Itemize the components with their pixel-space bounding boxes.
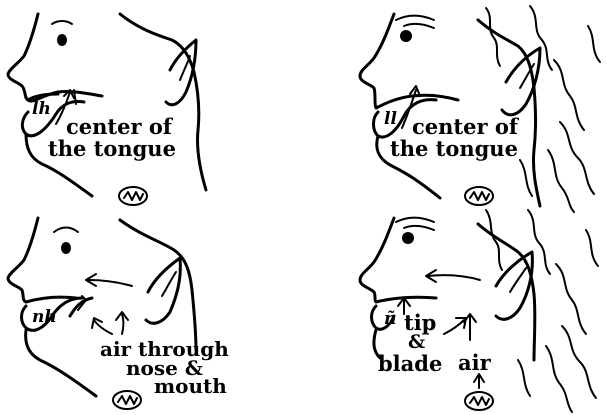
blade-arrow [444, 320, 464, 334]
label-blade: blade [378, 351, 442, 376]
eye-brow [52, 21, 72, 24]
hair-6 [586, 230, 598, 266]
face-profile [360, 218, 436, 302]
ear [146, 258, 180, 323]
hair-5 [546, 346, 572, 412]
sound-symbol: ñ [384, 309, 396, 329]
face-profile [8, 14, 102, 101]
ear-inner [510, 268, 526, 292]
air-arrow-1 [94, 320, 112, 334]
label-ampersand: & [408, 331, 425, 353]
eye-brow [396, 218, 434, 223]
eye-brow [396, 16, 434, 21]
hair-6 [588, 26, 600, 62]
ear-inner [162, 272, 176, 296]
hair-5 [548, 150, 574, 212]
hair-7 [520, 160, 532, 196]
face-profile [360, 14, 458, 108]
eye-brow-2 [404, 226, 434, 230]
eye [400, 30, 412, 42]
panel-bottom-right: ñ tip & blade air [360, 210, 598, 412]
voice-wave-icon [465, 392, 493, 410]
hair-7 [518, 360, 530, 396]
eye [61, 242, 71, 254]
air-arrow-back [428, 275, 480, 280]
eye-brow [54, 228, 78, 233]
voice-wave-icon [113, 391, 141, 409]
neck-back [478, 20, 540, 206]
panel-bottom-left: nh air through nose & mouth [8, 218, 229, 409]
label-line-2: the tongue [390, 136, 518, 161]
chin [26, 330, 96, 396]
sound-symbol: lh [32, 99, 51, 119]
panel-top-right: ll center of the tongue [360, 6, 600, 212]
voice-wave-icon [119, 187, 147, 205]
eye-brow-2 [404, 24, 434, 28]
air-arrow-2 [122, 314, 124, 334]
face-profile [8, 218, 76, 302]
hair-4 [560, 122, 594, 194]
sound-symbol: nh [32, 307, 57, 327]
hair-3 [556, 264, 586, 334]
neck-back [120, 14, 206, 190]
eye [402, 232, 414, 244]
ear-inner [180, 56, 190, 80]
panel-top-left: lh center of the tongue [8, 14, 206, 205]
label-line-2: the tongue [48, 136, 176, 161]
voice-wave-icon [465, 187, 493, 205]
hair-2 [530, 6, 552, 70]
ear [166, 40, 196, 105]
eye [57, 34, 67, 46]
label-air: air [458, 350, 492, 375]
hair-4 [562, 326, 596, 398]
sound-symbol: ll [384, 109, 397, 129]
hair-1 [486, 8, 500, 66]
hair-3 [554, 60, 584, 130]
label-line-3: mouth [154, 374, 227, 398]
